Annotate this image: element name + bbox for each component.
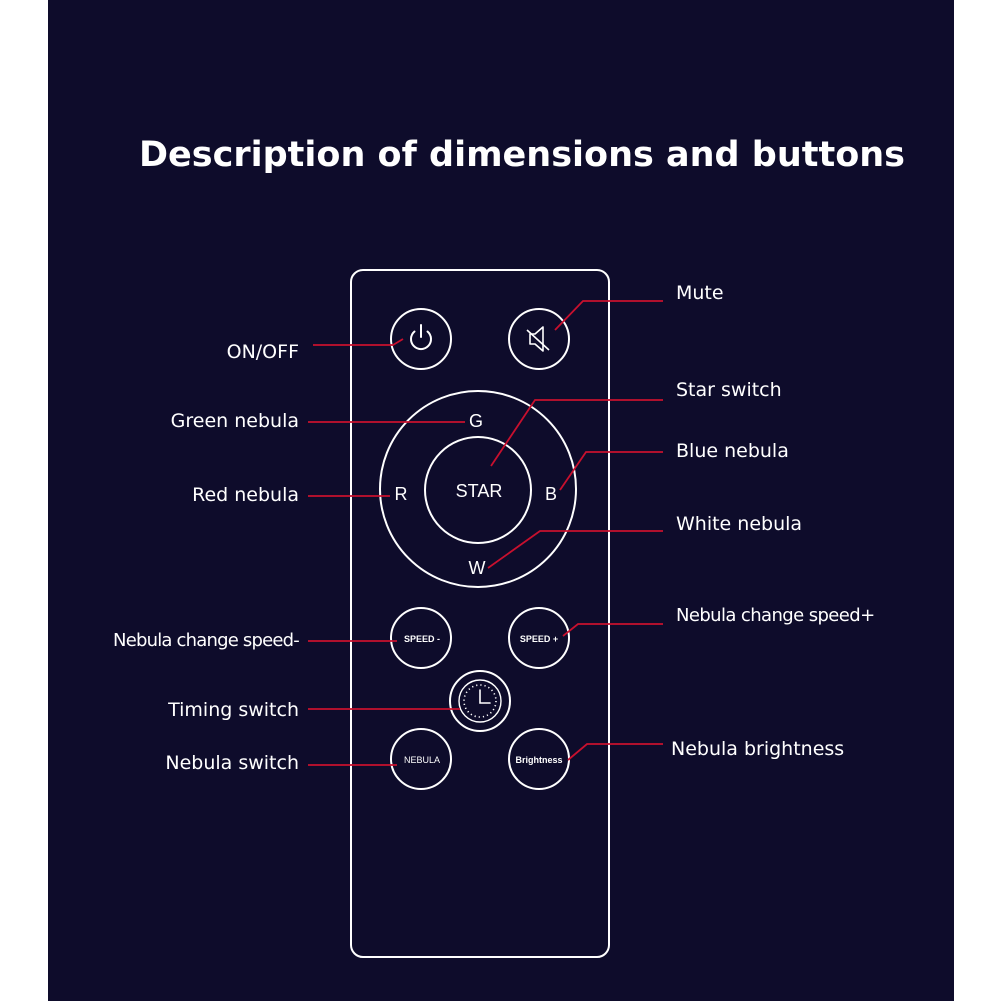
background-panel: [48, 0, 954, 1001]
nebula-button[interactable]: NEBULA: [390, 728, 452, 790]
leader-star-switch: [490, 399, 663, 467]
speed-plus-label: SPEED +: [520, 634, 558, 644]
power-icon: [410, 324, 432, 351]
callout-white-nebula: White nebula: [676, 513, 803, 535]
clock-icon: [458, 679, 502, 723]
callout-blue-nebula: Blue nebula: [676, 440, 789, 462]
power-button[interactable]: [390, 308, 452, 370]
callout-speed-plus: Nebula change speed+: [676, 605, 875, 626]
leader-nebula-brightness: [567, 743, 663, 761]
callout-star-switch: Star switch: [676, 379, 782, 401]
speed-minus-button[interactable]: SPEED -: [390, 607, 452, 669]
ring-letter-g[interactable]: G: [469, 411, 483, 431]
leader-mute: [554, 300, 663, 331]
mute-button[interactable]: [508, 308, 570, 370]
star-button-label: STAR: [456, 481, 503, 501]
color-ring: G R B W: [379, 390, 577, 588]
leader-lines: [308, 300, 663, 766]
star-button[interactable]: STAR: [424, 436, 532, 544]
brightness-button[interactable]: Brightness: [508, 728, 570, 790]
ring-letter-w[interactable]: W: [469, 558, 486, 578]
callout-green-nebula: Green nebula: [170, 410, 299, 432]
page-title: Description of dimensions and buttons: [139, 135, 906, 175]
ring-letter-r[interactable]: R: [395, 484, 408, 504]
nebula-button-label: NEBULA: [404, 755, 440, 765]
speaker-mute-icon: [526, 326, 550, 352]
leader-on-off: [313, 338, 404, 346]
speed-minus-label: SPEED -: [404, 634, 440, 644]
callout-mute: Mute: [676, 282, 724, 304]
leader-blue-nebula: [559, 451, 663, 491]
speed-plus-button[interactable]: SPEED +: [508, 607, 570, 669]
timer-button[interactable]: [449, 670, 511, 732]
brightness-button-label: Brightness: [515, 755, 562, 765]
callout-speed-minus: Nebula change speed-: [113, 630, 300, 651]
callout-nebula-switch: Nebula switch: [165, 752, 299, 774]
remote-body: [350, 269, 610, 958]
ring-letter-b[interactable]: B: [545, 484, 557, 504]
leader-white-nebula: [487, 530, 663, 569]
callout-nebula-brightness: Nebula brightness: [671, 738, 845, 760]
callout-on-off: ON/OFF: [226, 341, 299, 363]
callout-timing-switch: Timing switch: [168, 699, 299, 721]
callout-red-nebula: Red nebula: [192, 484, 299, 506]
leader-speed-plus: [562, 623, 663, 637]
